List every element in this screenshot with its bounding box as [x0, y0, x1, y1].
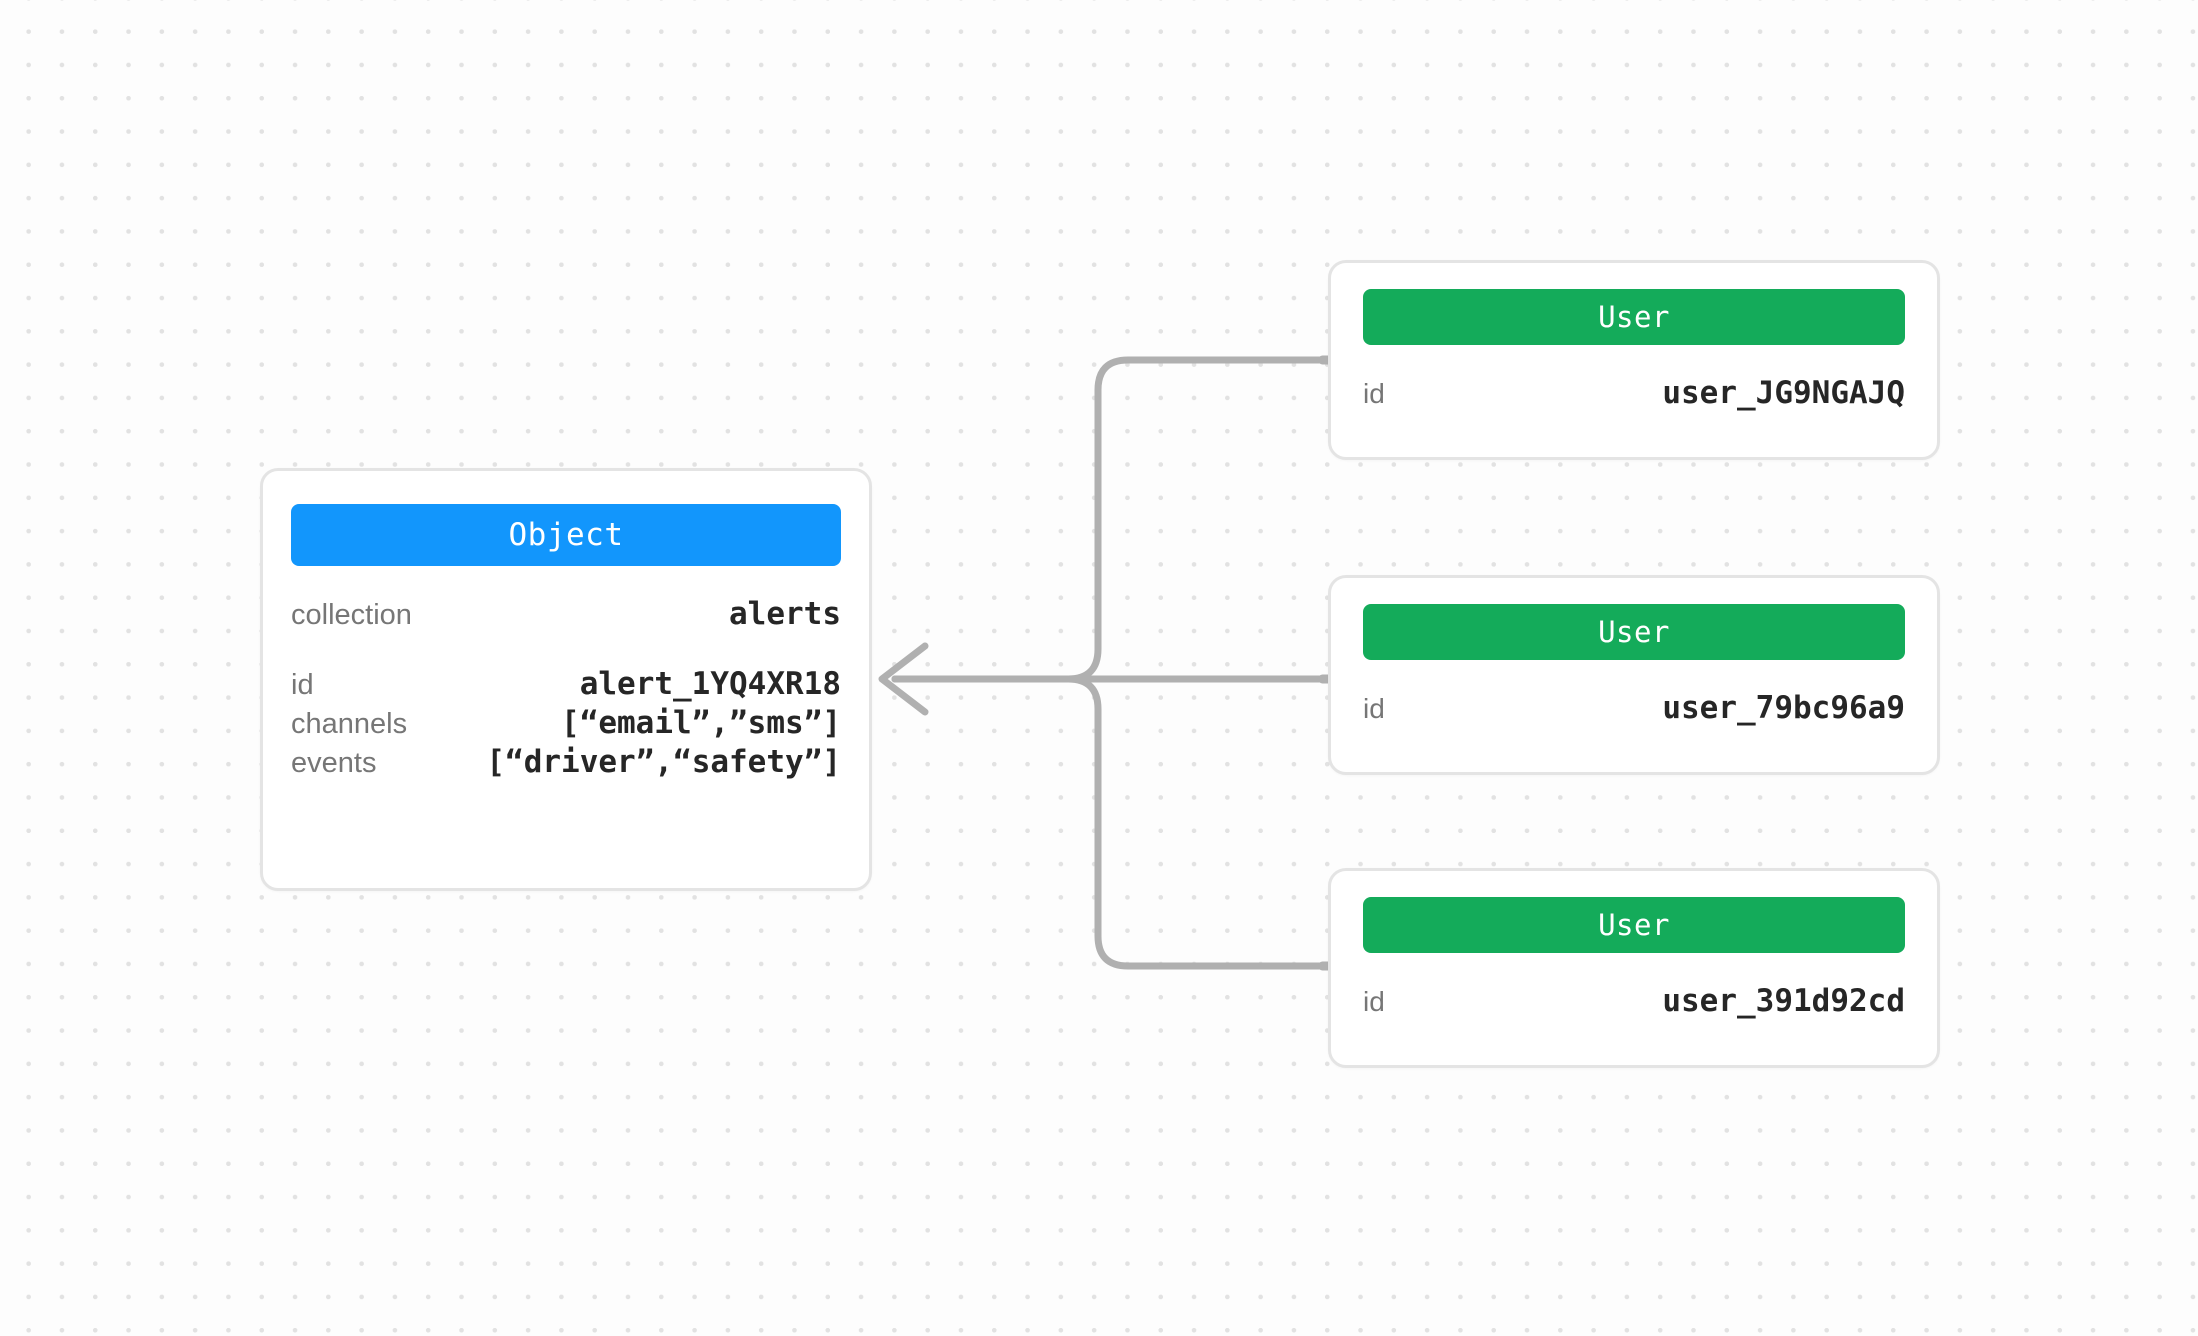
user-card-2-header: User — [1363, 604, 1905, 660]
user-card-1-header: User — [1363, 289, 1905, 345]
field-row-collection: collection alerts — [291, 596, 841, 632]
field-value-id: user_79bc96a9 — [1662, 690, 1905, 726]
field-value-id: user_391d92cd — [1662, 983, 1905, 1019]
field-value-collection: alerts — [729, 596, 841, 632]
field-row-id: id alert_1YQ4XR18 — [291, 666, 841, 702]
edge-arrowhead — [878, 642, 929, 716]
user-card-2-fields: id user_79bc96a9 — [1363, 690, 1905, 726]
user-card-2[interactable]: User id user_79bc96a9 — [1328, 575, 1940, 775]
object-card-header: Object — [291, 504, 841, 566]
field-value-id: user_JG9NGAJQ — [1662, 375, 1905, 411]
field-value-id: alert_1YQ4XR18 — [579, 666, 841, 702]
object-card-fields: collection alerts id alert_1YQ4XR18 chan… — [291, 596, 841, 780]
field-row-channels: channels [“email”,”sms”] — [291, 705, 841, 741]
field-label-collection: collection — [291, 599, 412, 631]
object-card[interactable]: Object collection alerts id alert_1YQ4XR… — [260, 468, 872, 891]
field-label-id: id — [1363, 693, 1385, 724]
field-row-id: id user_JG9NGAJQ — [1363, 375, 1905, 411]
field-label-events: events — [291, 747, 377, 779]
user-card-3-header: User — [1363, 897, 1905, 953]
user-card-3-fields: id user_391d92cd — [1363, 983, 1905, 1019]
edge-user-1 — [891, 356, 1332, 683]
field-label-channels: channels — [291, 708, 408, 740]
field-row-id: id user_79bc96a9 — [1363, 690, 1905, 726]
field-label-id: id — [291, 669, 314, 701]
user-card-1[interactable]: User id user_JG9NGAJQ — [1328, 260, 1940, 460]
user-card-3[interactable]: User id user_391d92cd — [1328, 868, 1940, 1068]
field-label-id: id — [1363, 378, 1385, 409]
field-value-channels: [“email”,”sms”] — [561, 705, 841, 741]
field-value-events: [“driver”,“safety”] — [486, 744, 841, 780]
field-row-id: id user_391d92cd — [1363, 983, 1905, 1019]
user-card-1-fields: id user_JG9NGAJQ — [1363, 375, 1905, 411]
field-row-events: events [“driver”,“safety”] — [291, 744, 841, 780]
field-label-id: id — [1363, 986, 1385, 1017]
edge-user-3 — [891, 675, 1332, 970]
